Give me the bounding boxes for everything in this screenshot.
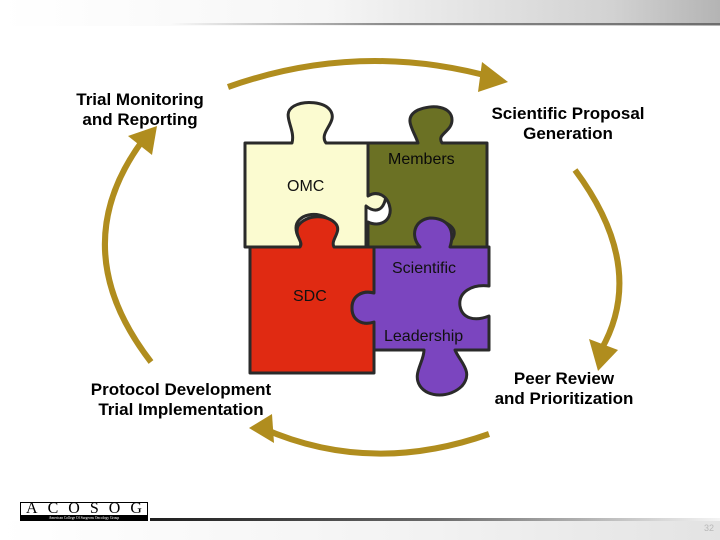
arrow-right: [572, 168, 623, 352]
top-divider-line: [170, 23, 720, 25]
logo-letter: O: [108, 500, 121, 517]
piece-label-omc: OMC: [287, 178, 325, 195]
arrow-bottom-head: [249, 414, 274, 443]
piece-label-members: Members: [388, 151, 455, 168]
piece-label-leadership: Leadership: [384, 328, 464, 345]
label-trial-monitoring-line2: and Reporting: [82, 110, 198, 129]
label-protocol-development-line2: Trial Implementation: [98, 400, 264, 419]
label-protocol-development: Protocol Development Trial Implementatio…: [58, 380, 304, 420]
label-scientific-proposal-line2: Generation: [523, 124, 613, 143]
logo-letters: A C O S O G: [21, 501, 147, 517]
logo-letter: O: [68, 500, 80, 517]
logo-letter: G: [130, 500, 142, 517]
bottom-divider-line: [150, 518, 720, 521]
arrow-top: [226, 58, 496, 90]
label-peer-review-line2: and Prioritization: [494, 389, 634, 408]
label-scientific-proposal: Scientific Proposal Generation: [468, 104, 668, 144]
piece-label-scientific: Scientific: [392, 260, 457, 277]
label-peer-review-line1: Peer Review: [513, 369, 615, 388]
arrow-left: [101, 138, 154, 364]
logo-letter: C: [47, 500, 59, 517]
logo-subtitle: American College Of Surgeons Oncology Gr…: [21, 515, 147, 521]
logo-letter: S: [89, 500, 99, 517]
puzzle-piece-scientific: [350, 216, 491, 397]
arrow-right-head: [589, 339, 618, 371]
label-scientific-proposal-line1: Scientific Proposal: [491, 104, 645, 123]
label-trial-monitoring: Trial Monitoring and Reporting: [52, 90, 228, 130]
arrow-top-head: [478, 62, 508, 92]
top-header-band: [0, 0, 720, 26]
label-peer-review: Peer Review and Prioritization: [474, 369, 654, 409]
bottom-footer-band: [0, 521, 720, 540]
logo-letter: A: [26, 500, 38, 517]
label-protocol-development-line1: Protocol Development: [90, 380, 272, 399]
arrow-bottom: [260, 425, 490, 457]
piece-label-sdc: SDC: [293, 288, 327, 305]
label-trial-monitoring-line1: Trial Monitoring: [76, 90, 204, 109]
page-number: 32: [703, 523, 714, 533]
acosog-logo: A C O S O G American College Of Surgeons…: [20, 501, 148, 522]
arrow-left-head: [128, 126, 157, 155]
